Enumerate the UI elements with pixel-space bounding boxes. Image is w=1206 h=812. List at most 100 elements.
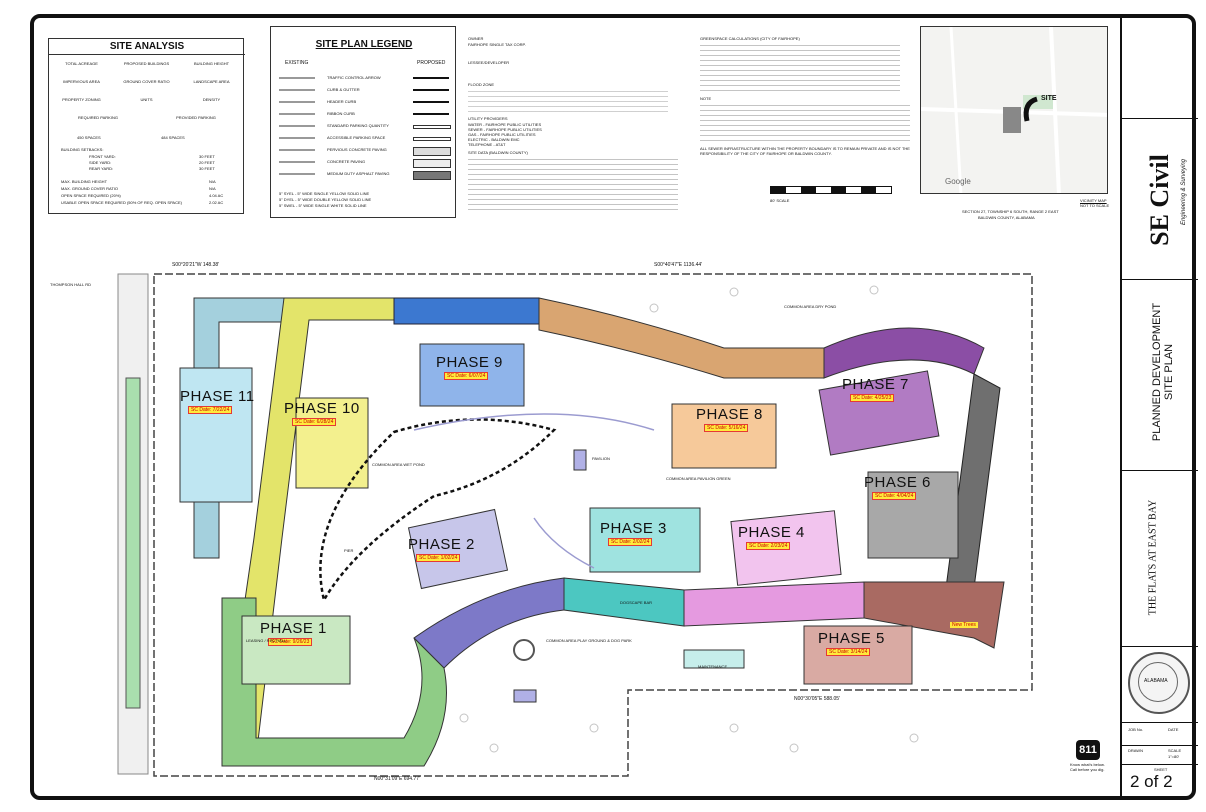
legend-existing-symbol [279, 89, 315, 91]
developer-heading: LESSEE/DEVELOPER [468, 60, 510, 65]
dry-pond-label: COMMON AREA DRY POND [784, 304, 837, 309]
site-analysis-cell: DENSITY [202, 97, 221, 102]
seal-inner [1138, 662, 1178, 702]
title-block: SE Civil Engineering & Surveying PLANNED… [1120, 18, 1198, 796]
pier-label: PIER [344, 548, 354, 553]
phase-6-label: PHASE 6 [864, 474, 931, 491]
pavilion-label: PAVILION [592, 456, 610, 461]
legend-item-label: CURB & GUTTER [327, 87, 360, 92]
legend-striping-line: 5" SYEL - 5" WIDE SINGLE YELLOW SOLID LI… [279, 191, 370, 196]
legend-item-label: MEDIUM DUTY ASPHALT PAVING [327, 171, 390, 176]
site-analysis-cell: PROPERTY ZONING [62, 97, 101, 102]
setback-value: 30 FEET [199, 166, 215, 171]
pavilion-green-label: COMMON AREA PAVILION GREEN [666, 476, 731, 481]
sheet-title-area: PLANNED DEVELOPMENT SITE PLAN [1122, 280, 1198, 471]
legend-striping-line: 5" DYEL - 5" WIDE DOUBLE YELLOW SOLID LI… [279, 197, 372, 202]
vicinity-site-label: SITE [1041, 95, 1057, 102]
sheet-label: SHEET [1154, 767, 1168, 772]
phase-4-sc-date: SC Date: 2/23/24 [746, 542, 791, 550]
legend-proposed-symbol [413, 77, 449, 79]
setback-value: 20 FEET [199, 160, 215, 165]
legend-item-label: CONCRETE PAVING [327, 159, 366, 164]
phase-10-label: PHASE 10 [284, 400, 360, 417]
legend-item-label: STANDARD PARKING QUANTITY [327, 123, 389, 128]
phase8-drive [538, 297, 825, 379]
playground [513, 639, 535, 661]
utility-heading: UTILITY PROVIDERS [468, 116, 508, 121]
phase-7-label: PHASE 7 [842, 376, 909, 393]
date-label: DATE [1168, 727, 1179, 732]
phase2-drive [413, 577, 565, 669]
phase-5-sc-date: SC Date: 3/14/24 [826, 648, 871, 656]
bearing-top-right: S00°40'47"E 1136.44' [654, 262, 703, 268]
phase8-building [671, 403, 777, 469]
legend-existing-symbol [279, 173, 315, 175]
bearing-bottom-right: N00°30'05"E 588.05' [794, 696, 840, 702]
legend-striping-line: 5" SWEL - 5" WIDE SINGLE WHITE SOLID LIN… [279, 203, 367, 208]
flood-heading: FLOOD ZONE [468, 82, 495, 87]
site-data-heading: SITE DATA (BALDWIN COUNTY) [468, 150, 528, 155]
legend-proposed-symbol [413, 171, 451, 180]
phase-1-label: PHASE 1 [260, 620, 327, 637]
site-plan-legend: SITE PLAN LEGEND EXISTING PROPOSED TRAFF… [270, 26, 456, 218]
project-name: THE FLATS AT EAST BAY [1147, 499, 1159, 616]
engineer-seal: ALABAMA [1128, 652, 1190, 714]
phase-9-sc-date: SC Date: 6/07/24 [444, 372, 489, 380]
phase-4-label: PHASE 4 [738, 524, 805, 541]
vicinity-map-graphic [921, 27, 1107, 193]
utility-item: WATER - FAIRHOPE PUBLIC UTILITIES [468, 122, 542, 127]
site-note-value: 2.02 AC [209, 200, 224, 205]
legend-item-label: PERVIOUS CONCRETE PAVING [327, 147, 387, 152]
job-row: JOB No. DATE [1122, 722, 1198, 746]
walk-path [413, 413, 655, 569]
owner-heading: OWNER [468, 36, 484, 41]
site-analysis-cell: UNITS [140, 97, 153, 102]
phase-2-label: PHASE 2 [408, 536, 475, 553]
pavilion [573, 449, 587, 471]
bearing-top-left: S00°20'21"W 148.38' [172, 262, 220, 268]
property-boundary [153, 273, 1033, 777]
maintenance-label: MAINTENANCE [698, 664, 728, 669]
call-811-badge: 811 Know what's below. Call before you d… [1068, 740, 1110, 772]
site-note-value: N/A [209, 186, 216, 191]
site-arrow-icon [1023, 96, 1038, 122]
phase4-drive [683, 581, 865, 627]
greenspace-lines [700, 42, 900, 92]
legend-item-label: ACCESSIBLE PARKING SPACE [327, 135, 386, 140]
site-note-value: N/A [209, 179, 216, 184]
site-note-value: 4.04 AC [209, 193, 224, 198]
phase-7-sc-date: SC Date: 4/25/23 [850, 394, 895, 402]
setback-label: SIDE YARD: [89, 160, 112, 165]
google-brand: Google [945, 177, 971, 186]
legend-item-label: RIBBON CURB [327, 111, 355, 116]
utility-item: GAS - FAIRHOPE PUBLIC UTILITIES [468, 132, 536, 137]
legend-item-label: TRAFFIC CONTROL ARROW [327, 75, 381, 80]
project-area: THE FLATS AT EAST BAY [1122, 470, 1198, 647]
site-analysis-cell: TOTAL ACREAGE [65, 61, 98, 66]
scale-label: SCALE [1168, 748, 1182, 753]
phase2-building [407, 508, 509, 590]
setback-label: FRONT YARD: [89, 154, 116, 159]
phase1-drive [221, 597, 447, 767]
drawn-row: DRAWN SCALE 1"=80' [1122, 744, 1198, 765]
thompson-hall-label: THOMPSON HALL RD [50, 282, 91, 287]
legend-existing-symbol [279, 101, 315, 103]
phase-8-sc-date: SC Date: 5/16/24 [704, 424, 749, 432]
bearing-bottom-left: N00°31'09"E 694.77' [374, 776, 420, 782]
legend-existing-header: EXISTING [285, 60, 309, 66]
setback-label: REAR YARD: [89, 166, 114, 171]
legend-existing-symbol [279, 137, 315, 139]
phase-1-sc-date: SC Date: 9/26/23 [268, 638, 313, 646]
legend-proposed-symbol [413, 147, 451, 156]
scale-bar [770, 186, 892, 194]
firm-name: SE Civil [1145, 154, 1174, 246]
site-note-label: OPEN SPACE REQUIRED (20%) [61, 193, 121, 198]
road-median [125, 377, 141, 709]
phase-8-label: PHASE 8 [696, 406, 763, 423]
legend-proposed-symbol [413, 101, 449, 103]
scale-value: 1"=80' [1168, 754, 1180, 759]
phase-2-sc-date: SC Date: 1/02/24 [416, 554, 461, 562]
site-plan [117, 273, 1033, 777]
site-analysis-cell: GROUND COVER RATIO [123, 79, 170, 84]
